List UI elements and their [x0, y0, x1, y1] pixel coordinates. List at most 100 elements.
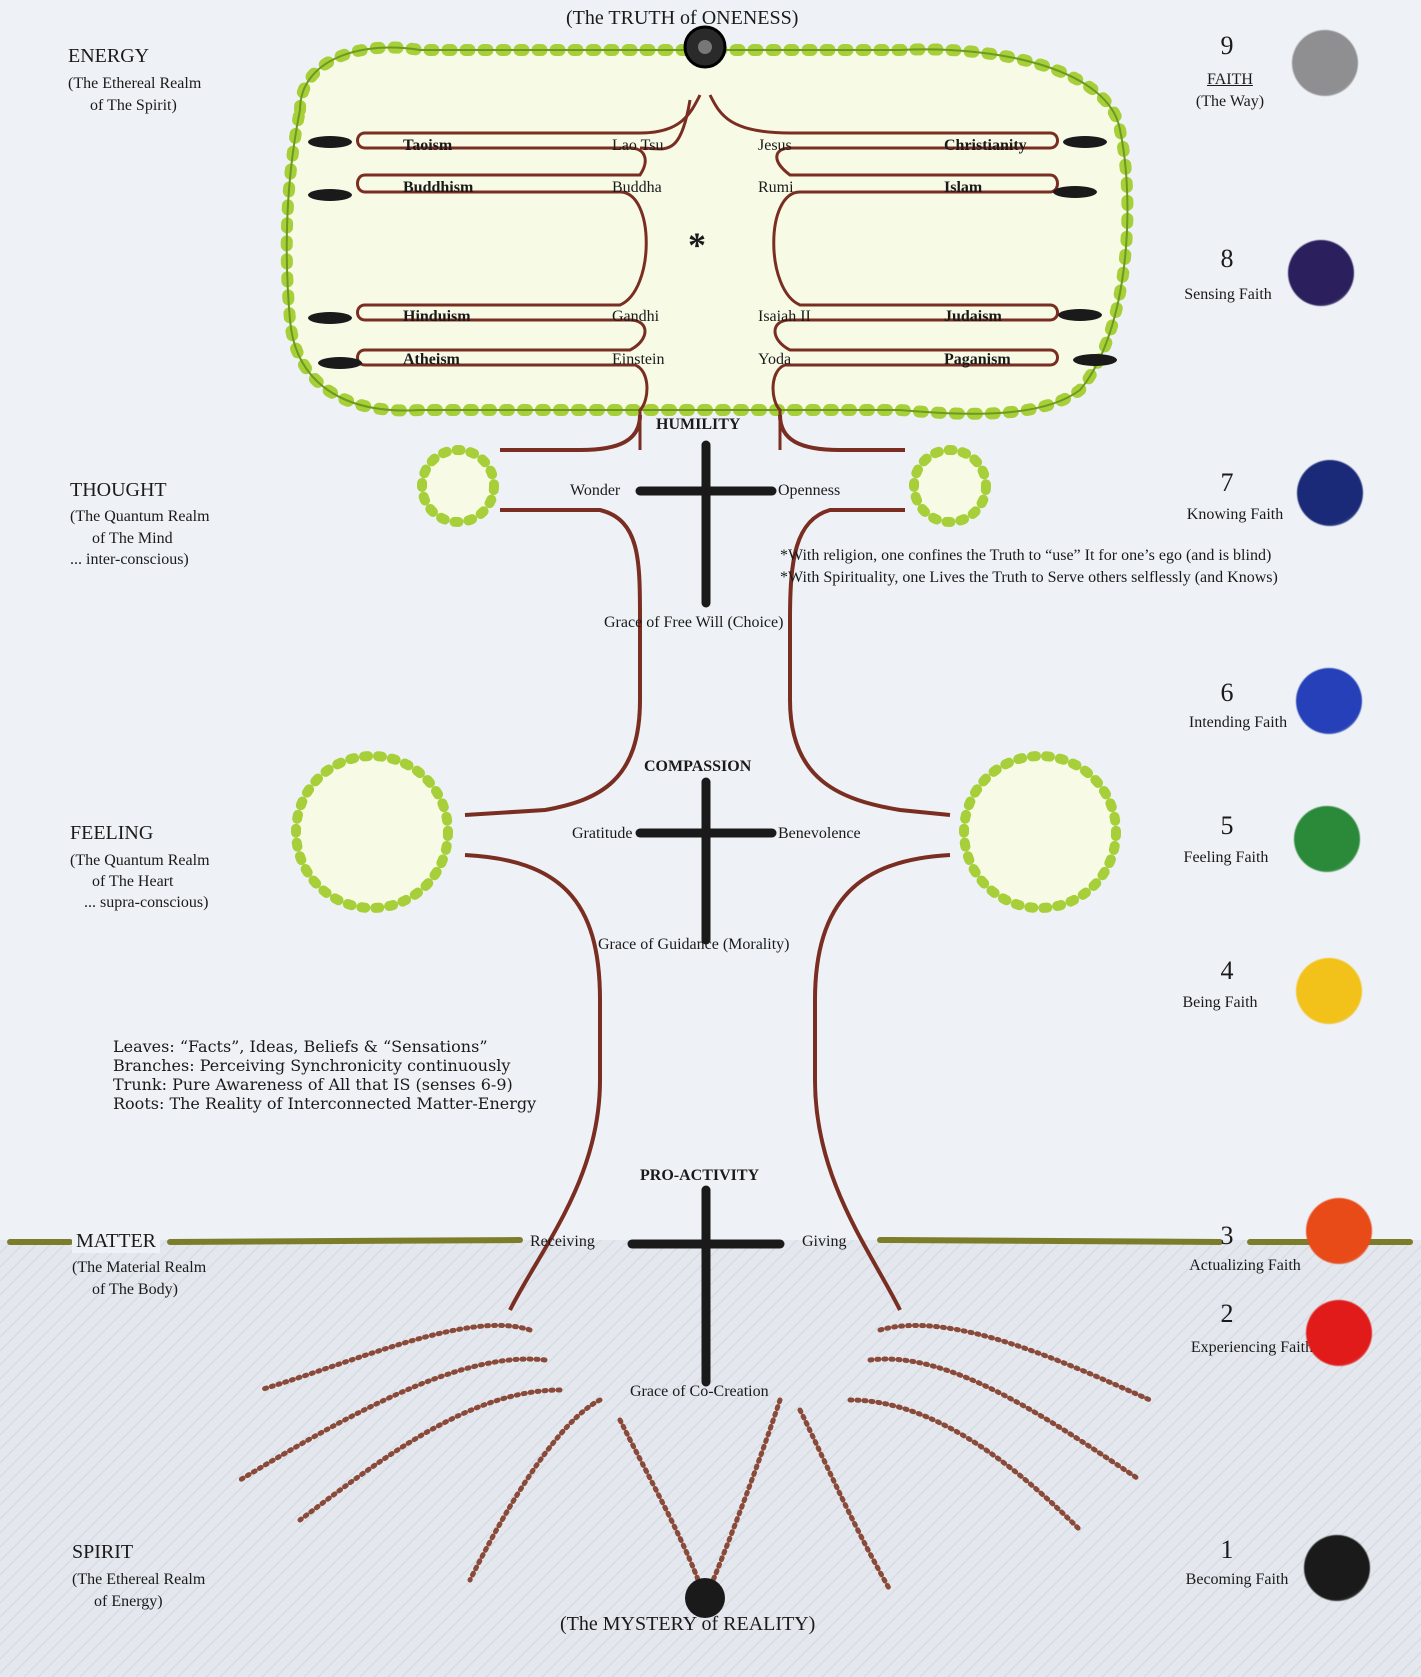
religion-label: Islam [944, 178, 982, 197]
realm-title: ENERGY [68, 44, 149, 68]
realm-title: MATTER [72, 1229, 160, 1253]
realm-line: of Energy) [94, 1592, 163, 1611]
truth-of-oneness-label: (The TRUTH of ONENESS) [566, 6, 798, 30]
mystery-of-reality-label: (The MYSTERY of REALITY) [560, 1612, 815, 1636]
religion-label: Paganism [944, 350, 1011, 369]
faith-label: Becoming Faith [1172, 1570, 1302, 1589]
foliage-ball [296, 756, 448, 908]
faith-color-dot [1306, 1300, 1372, 1366]
legend-key: Roots: [113, 1094, 164, 1113]
faith-label: Sensing Faith [1168, 285, 1288, 304]
branch-tip [308, 312, 352, 324]
grace-label: Grace of Co-Creation [630, 1382, 769, 1401]
foliage-ball [422, 450, 494, 522]
humility-cross [640, 445, 772, 603]
realm-line: of The Mind [92, 529, 173, 548]
asterisk-mark: * [688, 224, 706, 267]
crosses [632, 445, 780, 1382]
realm-title: THOUGHT [70, 478, 167, 502]
figure-label: Einstein [612, 350, 664, 369]
faith-number: 5 [1212, 810, 1242, 841]
legend-value: Pure Awareness of All that IS (senses 6-… [172, 1075, 513, 1094]
realm-line: of The Heart [92, 872, 173, 891]
faith-color-dot [1288, 240, 1354, 306]
cross-right-label: Benevolence [778, 824, 861, 843]
faith-color-dot [1306, 1198, 1372, 1264]
legend-row-roots: Roots: The Reality of Interconnected Mat… [113, 1094, 536, 1113]
faith-color-dot [1294, 806, 1360, 872]
foliage-ball [914, 450, 986, 522]
cross-left-label: Gratitude [572, 824, 632, 843]
faith-color-dot [1292, 30, 1358, 96]
legend-row-branches: Branches: Perceiving Synchronicity conti… [113, 1056, 536, 1075]
faith-number: 7 [1212, 467, 1242, 498]
religion-label: Hinduism [403, 307, 471, 326]
faith-label: Feeling Faith [1166, 848, 1286, 867]
religion-label: Christianity [944, 136, 1027, 155]
compassion-cross [640, 782, 772, 940]
faith-color-dot [1297, 460, 1363, 526]
realm-line: of The Spirit) [90, 96, 177, 115]
faith-number: 2 [1212, 1298, 1242, 1329]
note-religion: *With religion, one confines the Truth t… [780, 546, 1271, 565]
legend-key: Branches: [113, 1056, 195, 1075]
faith-number: 4 [1212, 955, 1242, 986]
faith-sublabel: (The Way) [1180, 92, 1280, 111]
legend-value: The Reality of Interconnected Matter-Ene… [169, 1094, 536, 1113]
branch-tip [1073, 354, 1117, 366]
faith-label: Knowing Faith [1170, 505, 1300, 524]
foliage-ball [964, 756, 1116, 908]
branch-tip [1053, 186, 1097, 198]
legend-row-trunk: Trunk: Pure Awareness of All that IS (se… [113, 1075, 536, 1094]
cross-title: PRO-ACTIVITY [640, 1166, 759, 1185]
faith-color-dot [1304, 1535, 1370, 1601]
legend-key: Leaves: [113, 1037, 175, 1056]
faith-number: 3 [1212, 1220, 1242, 1251]
faith-label: Being Faith [1160, 993, 1280, 1012]
faith-number: 9 [1212, 30, 1242, 61]
figure-label: Jesus [758, 136, 792, 155]
religion-label: Atheism [403, 350, 460, 369]
grace-label: Grace of Free Will (Choice) [604, 613, 783, 632]
branch-tip [308, 136, 352, 148]
oneness-circle-core [698, 40, 712, 54]
tree-legend: Leaves: “Facts”, Ideas, Beliefs & “Sensa… [113, 1037, 536, 1113]
cross-title: COMPASSION [644, 757, 751, 776]
realm-line: (The Ethereal Realm [68, 74, 201, 93]
cross-title: HUMILITY [656, 415, 740, 434]
faith-number: 8 [1212, 243, 1242, 274]
figure-label: Rumi [758, 178, 794, 197]
realm-line: (The Ethereal Realm [72, 1570, 205, 1589]
cross-left-label: Receiving [530, 1232, 595, 1251]
cross-left-label: Wonder [570, 481, 620, 500]
religion-label: Buddhism [403, 178, 473, 197]
note-spirituality: *With Spirituality, one Lives the Truth … [780, 568, 1278, 587]
faith-label: FAITH [1180, 70, 1280, 89]
figure-label: Isaiah II [758, 307, 811, 326]
realm-line: (The Quantum Realm [70, 507, 210, 526]
realm-title: SPIRIT [72, 1540, 133, 1564]
realm-title: FEELING [70, 821, 153, 845]
legend-value: “Facts”, Ideas, Beliefs & “Sensations” [180, 1037, 488, 1056]
faith-color-dot [1296, 668, 1362, 734]
branch-tip [1063, 136, 1107, 148]
faith-color-dot [1296, 958, 1362, 1024]
legend-key: Trunk: [113, 1075, 167, 1094]
faith-number: 6 [1212, 677, 1242, 708]
realm-line: (The Material Realm [72, 1258, 206, 1277]
branch-tip [1058, 309, 1102, 321]
faith-number: 1 [1212, 1534, 1242, 1565]
legend-row-leaves: Leaves: “Facts”, Ideas, Beliefs & “Sensa… [113, 1037, 536, 1056]
faith-label: Intending Faith [1168, 713, 1308, 732]
legend-value: Perceiving Synchronicity continuously [200, 1056, 511, 1075]
grace-label: Grace of Guidance (Morality) [598, 935, 789, 954]
religion-label: Judaism [944, 307, 1002, 326]
branch-tip [308, 189, 352, 201]
realm-line: (The Quantum Realm [70, 851, 210, 870]
cross-right-label: Giving [802, 1232, 846, 1251]
realm-line: ... supra-conscious) [84, 893, 208, 912]
figure-label: Yoda [758, 350, 791, 369]
cross-right-label: Openness [778, 481, 840, 500]
realm-line: of The Body) [92, 1280, 178, 1299]
